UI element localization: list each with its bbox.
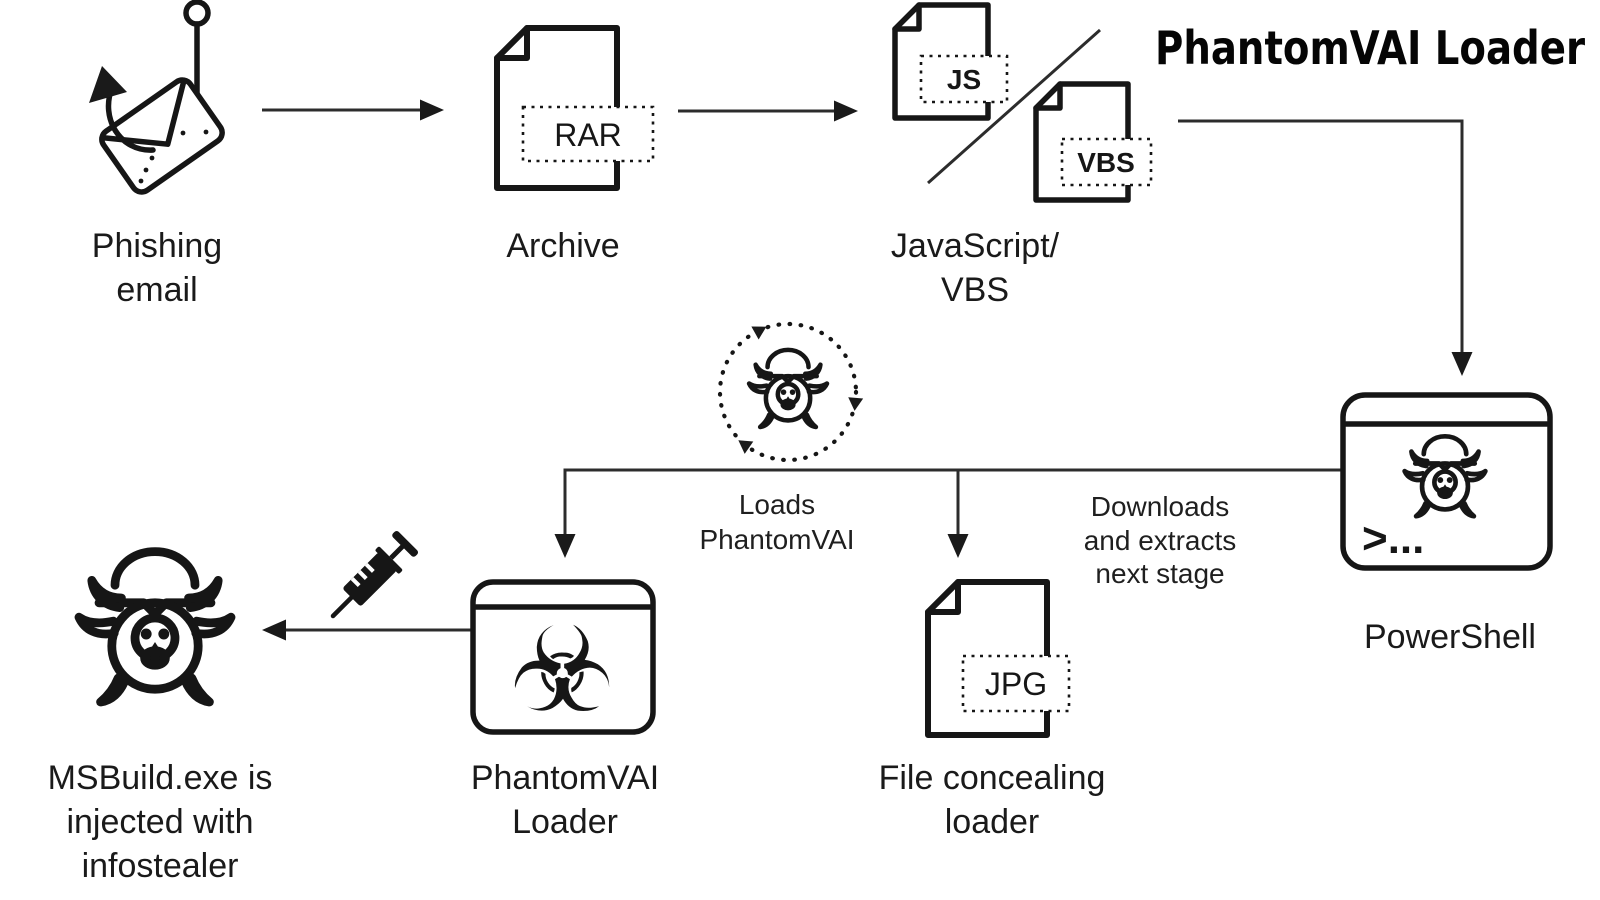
phishing-label-line1: Phishing	[92, 227, 222, 265]
loader-label-line1: PhantomVAI	[471, 759, 659, 797]
msbuild-label-line1: MSBuild.exe is	[48, 759, 273, 797]
node-archive: RAR Archive	[494, 25, 655, 265]
send-arrow-icon	[89, 66, 156, 153]
malware-bug-icon	[1405, 436, 1486, 516]
flow-arrow-loader-to-msbuild	[262, 619, 473, 641]
concealer-label-line1: File concealing	[879, 759, 1106, 797]
rar-badge-label: RAR	[554, 117, 622, 153]
msbuild-label-line3: infostealer	[82, 847, 239, 885]
powershell-prompt: >...	[1362, 514, 1424, 563]
downloads-annotation-line1: Downloads	[1091, 491, 1230, 522]
malware-bug-icon	[749, 350, 827, 427]
jpg-badge	[961, 654, 1071, 713]
loop-arrowhead	[751, 326, 767, 340]
slash-divider	[927, 28, 1101, 185]
jpg-document-icon	[925, 579, 1050, 738]
node-file-concealing-loader: JPG File concealing loader	[879, 579, 1106, 841]
loads-annotation-line2: PhantomVAI	[699, 524, 854, 555]
syringe-icon	[330, 530, 419, 619]
diagram-title: PhantomVAI Loader	[1155, 21, 1585, 75]
js-badge-label: JS	[947, 64, 981, 95]
malware-bug-icon	[79, 552, 231, 702]
biohazard-icon: ☣	[509, 601, 615, 739]
rar-document-icon	[494, 25, 620, 191]
node-javascript-vbs: JS VBS JavaScript/ VBS	[891, 2, 1153, 309]
terminal-window-icon	[1340, 392, 1553, 571]
loads-annotation-line1: Loads	[739, 489, 815, 520]
loads-phantomvai-annotation: Loads PhantomVAI	[699, 489, 854, 555]
loader-window-icon	[470, 579, 656, 735]
msbuild-label-line2: injected with	[66, 803, 253, 841]
dotted-loop-circle	[717, 321, 859, 463]
flow-arrow-scripts-to-powershell	[1178, 119, 1473, 376]
downloads-annotation-line3: next stage	[1095, 558, 1224, 589]
loader-label-line2: Loader	[512, 803, 618, 841]
js-document-icon	[892, 2, 991, 121]
persistence-loop-icon	[717, 321, 864, 463]
powershell-label: PowerShell	[1364, 618, 1536, 656]
flow-arrow-powershell-to-concealer	[947, 470, 969, 558]
archive-label: Archive	[506, 227, 619, 265]
jpg-badge-label: JPG	[985, 666, 1047, 702]
rar-badge	[521, 105, 655, 163]
vbs-badge-label: VBS	[1077, 147, 1135, 178]
loop-arrowhead	[738, 440, 754, 454]
phishing-label-line2: email	[116, 271, 197, 309]
flow-arrow-archive-to-scripts	[678, 100, 858, 122]
node-powershell: >... PowerShell	[1340, 392, 1553, 656]
vbs-document-icon	[1033, 81, 1131, 203]
envelope-dots	[138, 129, 209, 184]
scripts-label-line2: VBS	[941, 271, 1009, 309]
flow-arrow-powershell-to-loader	[554, 468, 1343, 558]
loop-arrowhead	[848, 397, 864, 411]
flow-arrow-email-to-archive	[262, 99, 444, 121]
downloads-annotation-line2: and extracts	[1084, 525, 1237, 556]
concealer-label-line2: loader	[945, 803, 1040, 841]
node-phishing-email: Phishing email	[89, 0, 225, 309]
node-phantomvai-loader: ☣ PhantomVAI Loader	[470, 579, 659, 841]
scripts-label-line1: JavaScript/	[891, 227, 1060, 265]
vbs-badge	[1060, 137, 1153, 187]
downloads-extracts-annotation: Downloads and extracts next stage	[1084, 491, 1237, 589]
js-badge	[919, 54, 1009, 104]
node-msbuild: MSBuild.exe is injected with infostealer	[48, 552, 273, 885]
